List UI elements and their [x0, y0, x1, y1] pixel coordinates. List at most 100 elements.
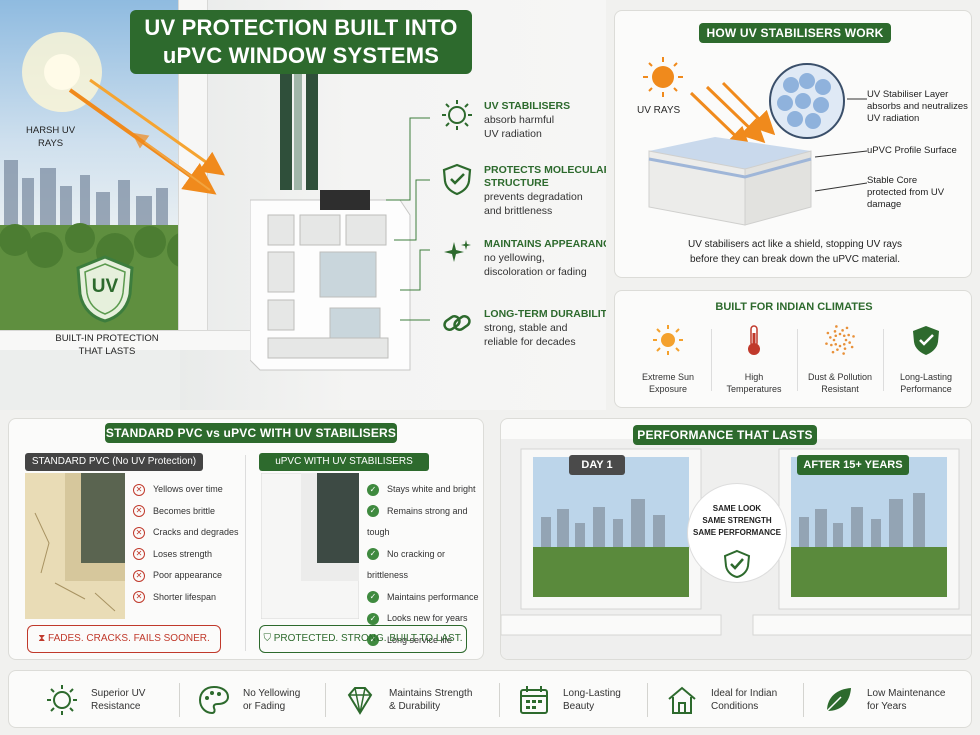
- check-icon: ✓: [367, 612, 379, 625]
- hero-title: UV PROTECTION BUILT INTO uPVC WINDOW SYS…: [130, 10, 472, 74]
- list-item: ✓No cracking or brittleness: [367, 548, 446, 580]
- climate-item-label: Dust & Pollution Resistant: [807, 372, 873, 394]
- benefit-label: No Yellowing or Fading: [243, 688, 301, 712]
- list-item: ✕Loses strength: [133, 544, 239, 566]
- upvc-footer-text: PROTECTED. STRONG. BUILT TO LAST.: [273, 633, 463, 644]
- list-item: ✕Shorter lifespan: [133, 587, 239, 609]
- shield-check-icon: [723, 549, 751, 579]
- white-upvc-frame-image: [261, 473, 359, 619]
- before-after-windows-image: [501, 439, 971, 659]
- climate-panel: BUILT FOR INDIAN CLIMATES Extreme Sun Ex…: [614, 290, 972, 408]
- upvc-benefits-list: ✓Stays white and bright ✓Remains strong a…: [367, 479, 483, 651]
- uv-badge-text: UV: [91, 276, 119, 297]
- benefit-label: Ideal for Indian Conditions: [711, 688, 778, 712]
- uv-sun-icon: [440, 98, 474, 132]
- calendar-icon: [520, 686, 548, 714]
- hero-title-line-1: UV PROTECTION BUILT INTO: [144, 15, 458, 40]
- material-block-illustration: [648, 137, 812, 226]
- benefit-item: Ideal for Indian Conditions: [665, 671, 777, 729]
- dust-icon: [823, 323, 857, 357]
- benefit-label: Long-Lasting Beauty: [563, 688, 621, 712]
- x-icon: ✕: [133, 526, 145, 539]
- feature-description: absorb harmful UV radiation: [484, 114, 555, 140]
- x-icon: ✕: [133, 505, 145, 518]
- benefit-item: Long-Lasting Beauty: [517, 671, 621, 729]
- check-icon: ✓: [367, 505, 379, 518]
- shield-check-icon: [440, 162, 474, 196]
- stabiliser-layer-label: UV Stabiliser Layer absorbs and neutrali…: [867, 89, 968, 124]
- x-icon: ✕: [133, 548, 145, 561]
- list-item: ✓Remains strong and tough: [367, 505, 468, 537]
- benefit-label: Low Maintenance for Years: [867, 688, 946, 712]
- how-title: HOW UV STABILISERS WORK: [699, 23, 891, 43]
- comparison-title: STANDARD PVC vs uPVC WITH UV STABILISERS: [105, 423, 397, 443]
- standard-pvc-title: STANDARD PVC (No UV Protection): [25, 453, 203, 471]
- x-icon: ✕: [133, 569, 145, 582]
- sun-icon: [651, 323, 685, 357]
- benefits-strip: Superior UV Resistance No Yellowing or Fa…: [8, 670, 972, 728]
- feature-description: no yellowing, discoloration or fading: [484, 252, 587, 278]
- hero-section: HARSH UV RAYS UV BUILT-IN PROTECTION THA…: [0, 0, 606, 410]
- day1-label: DAY 1: [569, 455, 625, 475]
- profile-surface-label: uPVC Profile Surface: [867, 145, 957, 156]
- feature-description: prevents degradation and brittleness: [484, 191, 583, 217]
- benefit-item: Low Maintenance for Years: [821, 671, 945, 729]
- climate-item-label: Extreme Sun Exposure: [641, 372, 695, 394]
- upvc-footer: ⛉ PROTECTED. STRONG. BUILT TO LAST.: [259, 625, 467, 653]
- list-item: ✓Stays white and bright: [367, 479, 483, 501]
- check-icon: ✓: [367, 483, 379, 496]
- list-item: ✕Becomes brittle: [133, 501, 239, 523]
- label-leader-lines: [814, 98, 868, 192]
- feature-title: MAINTAINS APPEARANCE: [484, 238, 606, 250]
- palette-icon: [198, 685, 230, 715]
- x-icon: ✕: [133, 483, 145, 496]
- hero-title-line-2: uPVC WINDOW SYSTEMS: [162, 43, 440, 68]
- x-icon: ✕: [133, 591, 145, 604]
- check-icon: ✓: [367, 591, 379, 604]
- list-item: ✕Poor appearance: [133, 565, 239, 587]
- climate-item-label: High Temperatures: [726, 372, 782, 394]
- harsh-uv-label: HARSH UV RAYS: [26, 125, 76, 149]
- uv-sun-icon: [47, 685, 77, 715]
- benefit-item: No Yellowing or Fading: [197, 671, 300, 729]
- feature-description: strong, stable and reliable for decades: [484, 322, 576, 348]
- standard-pvc-list: ✕Yellows over time✕Becomes brittle✕Crack…: [133, 479, 239, 608]
- how-uv-panel: HOW UV STABILISERS WORK UV RAYS: [614, 10, 972, 278]
- chain-link-icon: [440, 306, 474, 340]
- list-item: ✓Long service life: [367, 630, 483, 652]
- feature-title: UV STABILISERS: [484, 100, 571, 112]
- list-item: ✕Cracks and degrades: [133, 522, 239, 544]
- comparison-panel: STANDARD PVC vs uPVC WITH UV STABILISERS…: [8, 418, 484, 660]
- upvc-stabilised-title: uPVC WITH UV STABILISERS: [259, 453, 429, 471]
- uv-shield-icon: [76, 255, 134, 323]
- same-performance-text: SAME LOOK SAME STRENGTH SAME PERFORMANCE: [692, 504, 781, 537]
- climate-title: BUILT FOR INDIAN CLIMATES: [715, 301, 873, 313]
- check-icon: ✓: [367, 634, 379, 647]
- performance-title: PERFORMANCE THAT LASTS: [633, 425, 817, 445]
- feature-title: LONG-TERM DURABILITY: [484, 308, 606, 320]
- uv-ray-arrows: [68, 78, 225, 195]
- upvc-profile-cross-section: [250, 40, 411, 371]
- uv-ray-arrows: [689, 81, 775, 152]
- benefit-label: Superior UV Resistance: [91, 688, 146, 712]
- yellowed-pvc-frame-image: [25, 473, 125, 619]
- how-caption: UV stabilisers act like a shield, stoppi…: [688, 239, 902, 265]
- uv-rays-label: UV RAYS: [637, 105, 681, 116]
- thermometer-icon: [737, 323, 771, 357]
- standard-pvc-footer-text: FADES. CRACKS. FAILS SOONER.: [48, 633, 210, 644]
- badge-caption: BUILT-IN PROTECTION THAT LASTS: [55, 333, 159, 357]
- leaf-icon: [826, 688, 851, 712]
- feature-connector-lines: [386, 117, 430, 321]
- shield-check-icon: [909, 323, 943, 357]
- stable-core-label: Stable Core protected from UV damage: [867, 175, 945, 210]
- list-item: ✕Yellows over time: [133, 479, 239, 501]
- feature-title: PROTECTS MOLECULAR STRUCTURE: [484, 164, 606, 189]
- house-icon: [668, 686, 696, 714]
- list-item: ✓Maintains performance: [367, 587, 483, 609]
- climate-item-label: Long-Lasting Performance: [899, 372, 953, 394]
- sun-icon: [643, 57, 683, 97]
- hourglass-icon: ⧗: [38, 633, 46, 644]
- check-icon: ✓: [367, 548, 379, 561]
- diamond-icon: [347, 687, 373, 715]
- benefit-item: Superior UV Resistance: [45, 671, 145, 729]
